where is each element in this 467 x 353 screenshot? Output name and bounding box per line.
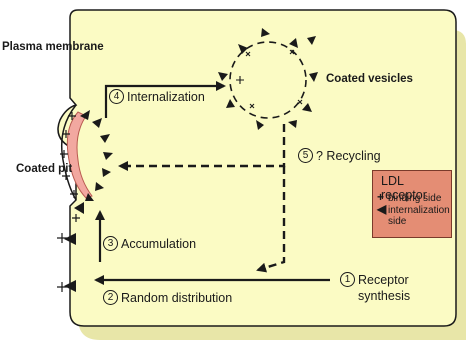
membrane-receptors bbox=[57, 202, 84, 292]
triangle-icon: ◀ bbox=[377, 202, 387, 216]
plus-icon: + bbox=[377, 190, 385, 204]
step-label: Random distribution bbox=[121, 290, 233, 305]
step-internalization: 4 Internalization bbox=[109, 89, 205, 104]
step-accumulation: 3 Accumulation bbox=[103, 236, 196, 251]
step-label: Internalization bbox=[127, 89, 205, 104]
step-number: 1 bbox=[340, 272, 355, 287]
step-receptor-synthesis: 1 Receptor bbox=[340, 272, 409, 287]
step-number: 3 bbox=[103, 236, 118, 251]
step-label: ? Recycling bbox=[316, 148, 381, 163]
legend-internalization-label-line2: side bbox=[388, 216, 407, 227]
step-receptor-synthesis-line2: synthesis bbox=[358, 289, 411, 303]
arrow-recycling-to-surface bbox=[256, 166, 286, 273]
step-number: 4 bbox=[109, 89, 124, 104]
coated-pit-membrane bbox=[61, 104, 77, 201]
coated-vesicle bbox=[229, 41, 307, 119]
vesicle-binding-marks bbox=[236, 49, 303, 109]
plasma-membrane-label: Plasma membrane bbox=[2, 41, 104, 53]
step-label: Accumulation bbox=[121, 236, 197, 251]
arrow-internalization bbox=[104, 81, 226, 118]
cell-body bbox=[57, 9, 457, 327]
step-number: 2 bbox=[103, 290, 118, 305]
legend-row-internalization: ◀internalization side bbox=[377, 202, 450, 227]
legend-title: LDL receptor bbox=[381, 174, 427, 202]
pit-binding-marks bbox=[60, 112, 78, 198]
step-label: Receptor bbox=[358, 272, 409, 287]
ldl-receptor-legend: LDL receptor +binding side ◀internalizat… bbox=[372, 170, 452, 238]
step-number: 5 bbox=[298, 148, 313, 163]
legend-internalization-label: internalization bbox=[388, 205, 450, 216]
coated-pit-label: Coated pit bbox=[16, 163, 73, 175]
legend-row-binding: +binding side bbox=[377, 190, 441, 204]
pit-receptors bbox=[80, 110, 113, 201]
coated-vesicles-label: Coated vesicles bbox=[326, 73, 413, 85]
legend-binding-label: binding side bbox=[388, 193, 442, 204]
step-random-distribution: 2 Random distribution bbox=[103, 290, 232, 305]
coated-pit-coat bbox=[66, 111, 93, 199]
step-recycling: 5 ? Recycling bbox=[298, 148, 381, 163]
vesicle-receptors bbox=[218, 28, 318, 130]
